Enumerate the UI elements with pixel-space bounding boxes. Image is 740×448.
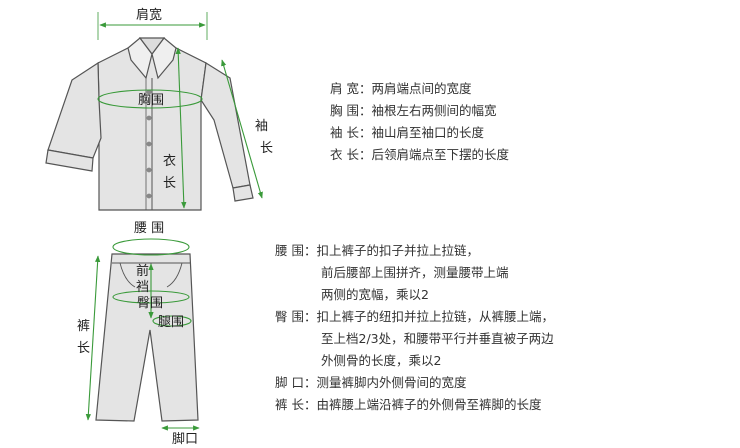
front-rise-label-1: 前	[136, 263, 149, 279]
pants-description: 腰 围：扣上裤子的扣子并拉上拉链， 前后腰部上围拼齐，测量腰带上端 两侧的宽幅，…	[275, 240, 554, 416]
sleeve-length-label-1: 袖	[255, 119, 268, 134]
pants-length-label-1: 裤	[77, 319, 90, 334]
pants-length-line	[85, 255, 101, 421]
front-rise-label-2: 裆	[136, 280, 149, 295]
waist-description: 腰 围：扣上裤子的扣子并拉上拉链，	[275, 243, 479, 258]
sleeve-description: 袖 长：袖山肩至袖口的长度	[330, 125, 484, 140]
pants-length-description: 裤 长：由裤腰上端沿裤子的外侧骨至裤脚的长度	[275, 397, 542, 412]
sleeve-length-line	[221, 59, 263, 199]
hip-description-2: 至上档2/3处，和腰带平行并垂直被子两边	[321, 331, 554, 346]
body-length-label-2: 长	[163, 176, 176, 191]
shirt-collar-right	[151, 37, 177, 80]
shoulder-width-label: 肩宽	[136, 7, 162, 23]
waist-description-3: 两侧的宽幅，乘以2	[321, 287, 429, 302]
pants-length-label-2: 长	[77, 341, 90, 356]
thigh-ellipse	[152, 315, 192, 327]
hem-description: 脚 口：测量裤脚内外侧骨间的宽度	[275, 375, 467, 390]
hip-description-3: 外侧骨的长度，乘以2	[321, 353, 442, 368]
shirt-description: 肩 宽：两肩端点间的宽度 胸 围：袖根左右两侧间的幅宽 袖 长：袖山肩至袖口的长…	[330, 78, 509, 166]
chest-label: 胸围	[138, 93, 164, 108]
pants-measure-lines	[85, 238, 200, 431]
chest-description: 胸 围：袖根左右两侧间的幅宽	[330, 103, 497, 118]
hem-label: 脚口	[172, 431, 198, 447]
hip-description: 臀 围：扣上裤子的纽扣并拉上拉链，从裤腰上端，	[275, 309, 554, 324]
chest-ellipse	[97, 89, 203, 109]
shoulder-description: 肩 宽：两肩端点间的宽度	[330, 81, 472, 96]
shirt-illustration	[45, 37, 254, 211]
waist-ellipse	[112, 238, 190, 256]
body-length-line	[175, 47, 187, 209]
pants-illustration	[95, 253, 199, 422]
shirt-buttons	[146, 89, 152, 199]
thigh-label: 腿围	[158, 315, 184, 330]
waist-label: 腰 围	[134, 221, 164, 236]
shirt-right-sleeve	[200, 61, 251, 189]
body-length-label-1: 衣	[163, 153, 176, 169]
shirt-collar-band	[138, 37, 166, 55]
hip-label: 臀围	[137, 296, 163, 311]
pants-body	[95, 253, 199, 422]
sleeve-length-label-2: 长	[260, 141, 273, 156]
shirt-measure-lines	[97, 12, 263, 209]
length-description: 衣 长：后领肩端点至下摆的长度	[330, 147, 509, 162]
shirt-left-sleeve	[47, 61, 102, 159]
shirt-right-cuff	[232, 184, 254, 202]
waist-description-2: 前后腰部上围拼齐，测量腰带上端	[321, 265, 509, 280]
shirt-left-cuff	[45, 149, 94, 172]
shirt-collar-left	[127, 37, 153, 80]
pants-pocket	[119, 262, 136, 288]
